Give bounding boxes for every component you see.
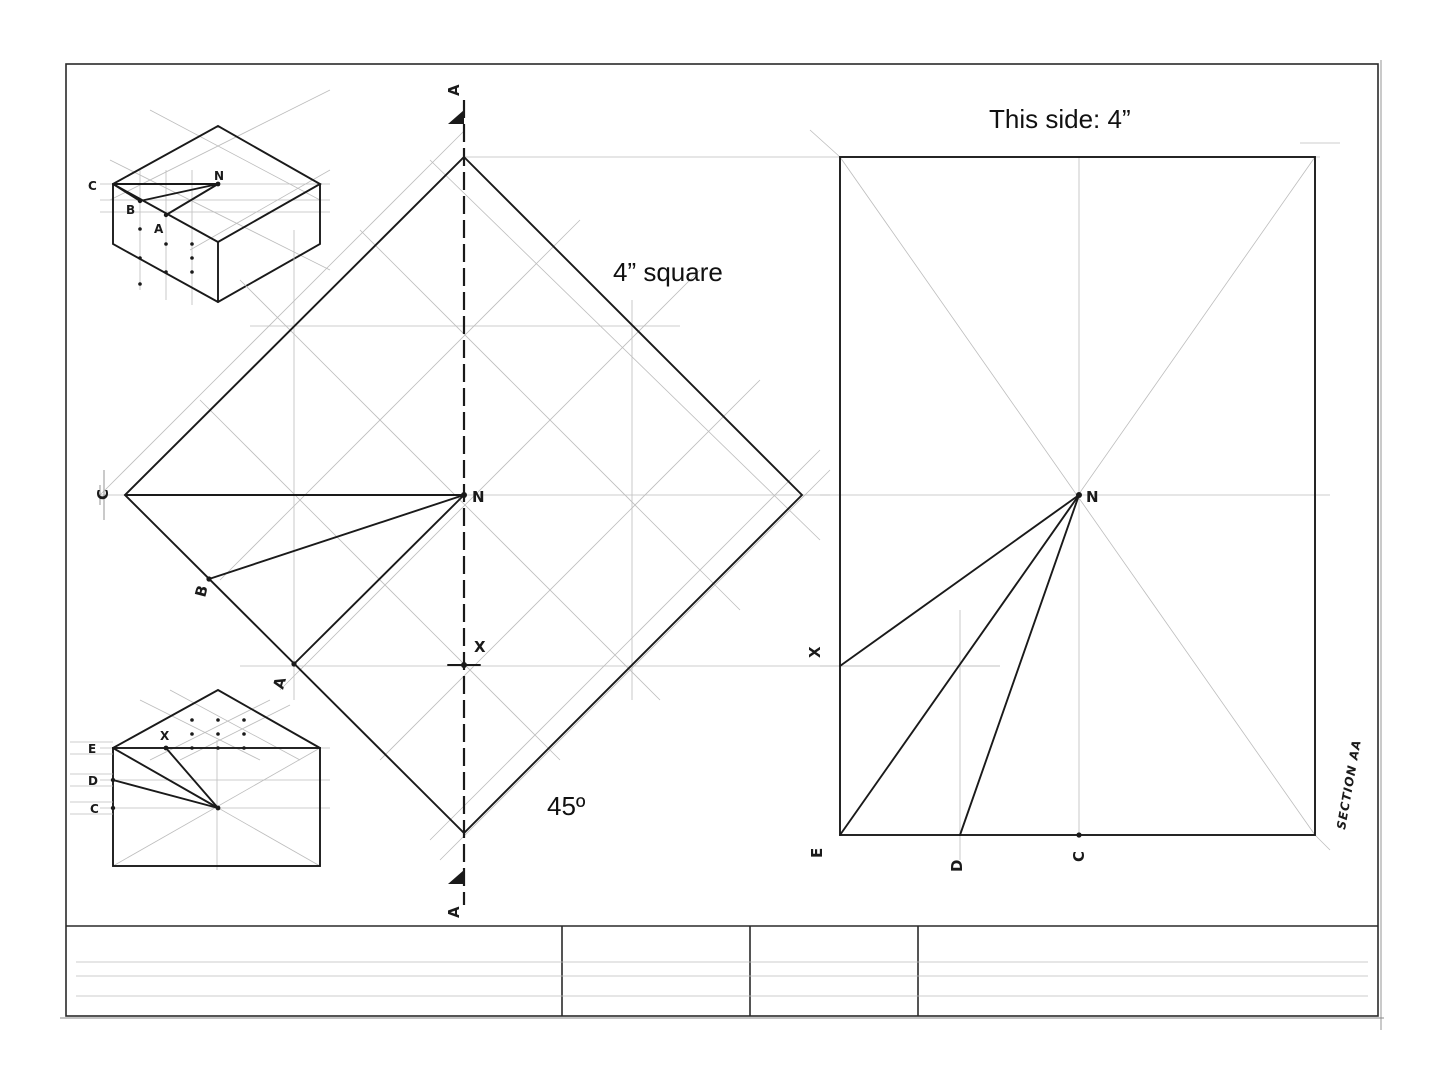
- section-label-n: N: [1086, 488, 1099, 506]
- title-block: [66, 925, 1378, 1016]
- square-size-note: 4” square: [613, 257, 723, 287]
- section-label-d: D: [948, 860, 966, 872]
- angle-note: 45º: [547, 791, 586, 821]
- iso-label-c: C: [88, 179, 97, 193]
- section-label-x: X: [806, 646, 824, 658]
- plan-label-n: N: [472, 488, 485, 506]
- plan-view: A A C N B A X: [94, 84, 1320, 918]
- plan-label-a-bottom: A: [445, 906, 463, 918]
- front-label-d: D: [88, 774, 98, 788]
- iso-label-a: A: [154, 222, 164, 236]
- plan-label-c: C: [94, 489, 112, 500]
- plan-label-b: B: [191, 583, 211, 599]
- section-label-e: E: [808, 848, 826, 858]
- sheet-border: [60, 60, 1384, 1030]
- section-view: N X E D C SECTION AA: [806, 129, 1364, 872]
- front-label-c: C: [90, 802, 99, 816]
- cut-arrow-bottom-icon: [448, 870, 464, 884]
- front-label-e: E: [88, 742, 96, 756]
- plan-label-a: A: [269, 675, 289, 691]
- side-length-note: This side: 4”: [989, 104, 1131, 134]
- plan-label-a-top: A: [445, 84, 463, 96]
- section-title: SECTION AA: [1334, 738, 1364, 830]
- section-label-c: C: [1070, 851, 1088, 862]
- iso-label-n: N: [214, 169, 224, 183]
- cut-arrow-top-icon: [448, 110, 464, 124]
- isometric-sketch: C N B A: [88, 89, 331, 305]
- front-label-x: X: [160, 729, 170, 743]
- front-sketch: E X D C: [70, 688, 330, 870]
- iso-label-b: B: [126, 203, 135, 217]
- plan-label-x: X: [474, 638, 486, 656]
